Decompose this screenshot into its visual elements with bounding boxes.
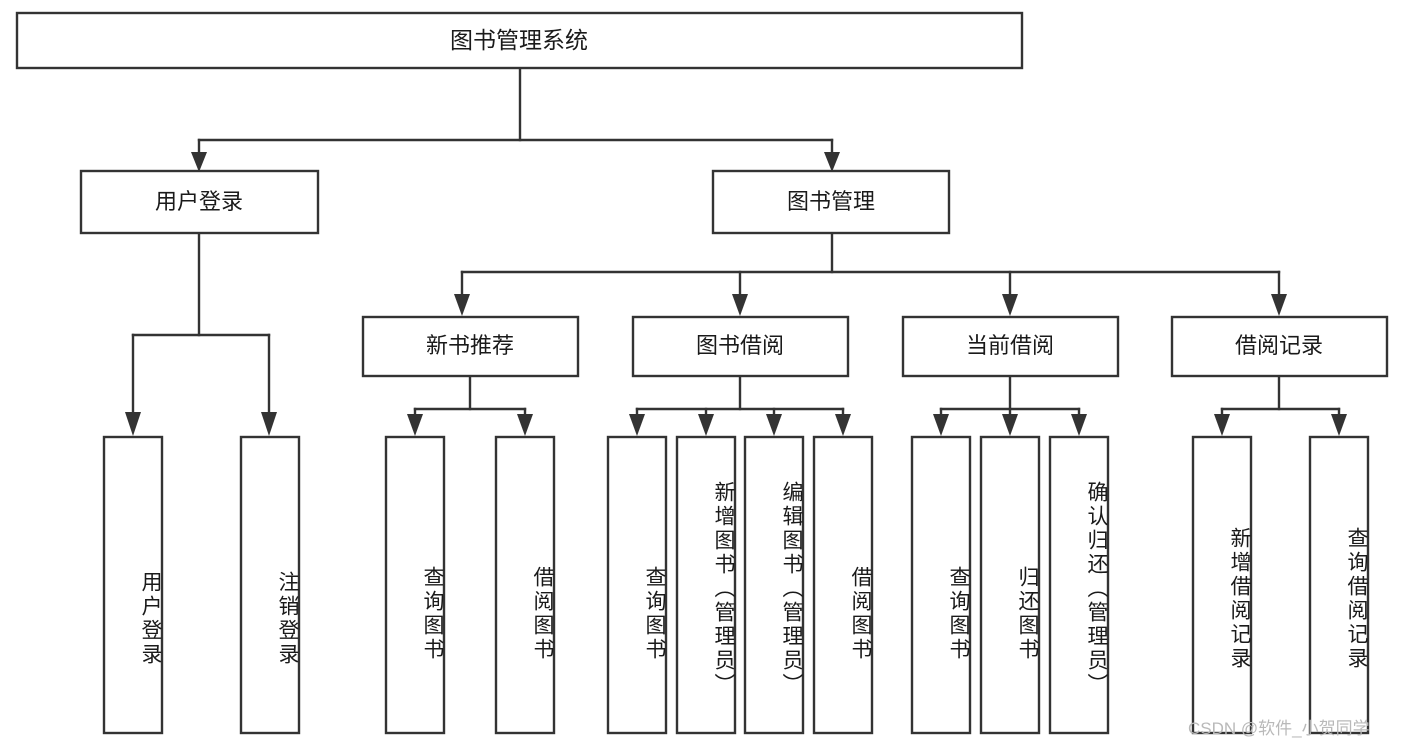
leaf-box-book-borrow-3[interactable]: [812, 435, 874, 735]
node-new-book-recommend-box[interactable]: [361, 315, 580, 378]
leaf-box-borrow-record-1[interactable]: [1308, 435, 1370, 735]
connector-group-newbook-to-leaves: [407, 374, 533, 436]
leaf-group-user-login: [102, 435, 301, 735]
connector-group-bookmgmt-to-level3: [454, 231, 1287, 316]
leaf-box-current-borrow-2[interactable]: [1048, 435, 1110, 735]
arrow-head-leaf-currentborrow-2: [1071, 414, 1087, 436]
arrow-head-leaf-currentborrow-1: [1002, 414, 1018, 436]
leaf-group-book-borrow: [606, 435, 874, 735]
leaf-box-book-borrow-0[interactable]: [606, 435, 668, 735]
node-user-login-label: 用户登录: [155, 189, 243, 214]
node-current-borrow-label: 当前借阅: [966, 333, 1054, 358]
node-borrow-record-box[interactable]: [1170, 315, 1389, 378]
node-root-label: 图书管理系统: [450, 27, 588, 53]
connector-group-borrowrecord-to-leaves: [1214, 374, 1347, 436]
arrow-head-leaf-userlogin-1: [261, 412, 277, 436]
arrow-head-leaf-borrowrecord-0: [1214, 414, 1230, 436]
node-book-management-label: 图书管理: [787, 189, 875, 214]
leaf-box-book-borrow-2[interactable]: [743, 435, 805, 735]
arrow-head-currentborrow: [1002, 294, 1018, 316]
arrow-head-leaf-userlogin-0: [125, 412, 141, 436]
leaf-box-user-login-0[interactable]: [102, 435, 164, 735]
node-new-book-recommend-label: 新书推荐: [426, 333, 514, 358]
leaf-box-user-login-1[interactable]: [239, 435, 301, 735]
leaf-box-new-book-0[interactable]: [384, 435, 446, 735]
node-borrow-record[interactable]: 借阅记录: [1170, 315, 1389, 378]
arrow-head-leaf-borrowrecord-1: [1331, 414, 1347, 436]
arrow-head-leaf-newbook-0: [407, 414, 423, 436]
arrow-head-borrowrecord: [1271, 294, 1287, 316]
leaf-group-new-book-recommend: [384, 435, 556, 735]
node-book-borrow-box[interactable]: [631, 315, 850, 378]
arrow-head-userlogin: [191, 152, 207, 172]
leaf-box-current-borrow-1[interactable]: [979, 435, 1041, 735]
arrow-head-leaf-bookborrow-2: [766, 414, 782, 436]
arrow-head-leaf-bookborrow-3: [835, 414, 851, 436]
leaf-box-borrow-record-0[interactable]: [1191, 435, 1253, 735]
arrow-head-leaf-newbook-1: [517, 414, 533, 436]
arrow-head-bookborrow: [732, 294, 748, 316]
node-book-management[interactable]: 图书管理: [711, 169, 951, 235]
arrow-head-newbook: [454, 294, 470, 316]
arrow-head-leaf-bookborrow-1: [698, 414, 714, 436]
node-borrow-record-label: 借阅记录: [1235, 333, 1323, 358]
connector-group-currentborrow-to-leaves: [933, 374, 1087, 436]
leaf-box-new-book-1[interactable]: [494, 435, 556, 735]
arrow-head-leaf-currentborrow-0: [933, 414, 949, 436]
connector-group-userlogin-to-leaves: [125, 231, 277, 436]
connector-group-root-to-level2: [191, 66, 840, 172]
leaf-box-current-borrow-0[interactable]: [910, 435, 972, 735]
leaf-group-current-borrow: [910, 435, 1110, 735]
node-new-book-recommend[interactable]: 新书推荐: [361, 315, 580, 378]
arrow-head-leaf-bookborrow-0: [629, 414, 645, 436]
node-user-login[interactable]: 用户登录: [79, 169, 320, 235]
connector-group-bookborrow-to-leaves: [629, 374, 851, 436]
node-user-login-box[interactable]: [79, 169, 320, 235]
node-book-management-box[interactable]: [711, 169, 951, 235]
node-root[interactable]: 图书管理系统: [15, 11, 1024, 70]
node-book-borrow[interactable]: 图书借阅: [631, 315, 850, 378]
node-book-borrow-label: 图书借阅: [696, 333, 784, 358]
node-current-borrow[interactable]: 当前借阅: [901, 315, 1120, 378]
leaf-box-book-borrow-1[interactable]: [675, 435, 737, 735]
node-current-borrow-box[interactable]: [901, 315, 1120, 378]
leaf-group-borrow-record: [1191, 435, 1370, 735]
arrow-head-bookmgmt: [824, 152, 840, 172]
node-root-box[interactable]: [15, 11, 1024, 70]
csdn-watermark: CSDN @软件_小贺同学: [1188, 719, 1370, 738]
